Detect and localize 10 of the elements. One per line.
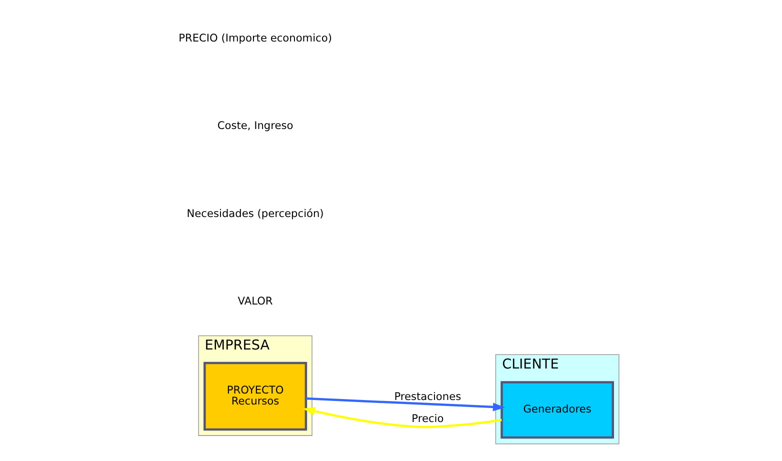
node-box: Generadores <box>500 381 614 439</box>
label: Coste, Ingreso <box>217 120 294 132</box>
label: PRECIO (Importe economico) <box>178 32 332 44</box>
node-box: PROYECTO Recursos <box>204 362 308 431</box>
edge-label: Prestaciones <box>394 391 462 404</box>
arrow <box>302 407 502 428</box>
label: VALOR <box>238 296 273 308</box>
label: Necesidades (percepción) <box>186 208 324 220</box>
arrow <box>306 397 506 412</box>
edge-label: Precio <box>412 413 444 426</box>
